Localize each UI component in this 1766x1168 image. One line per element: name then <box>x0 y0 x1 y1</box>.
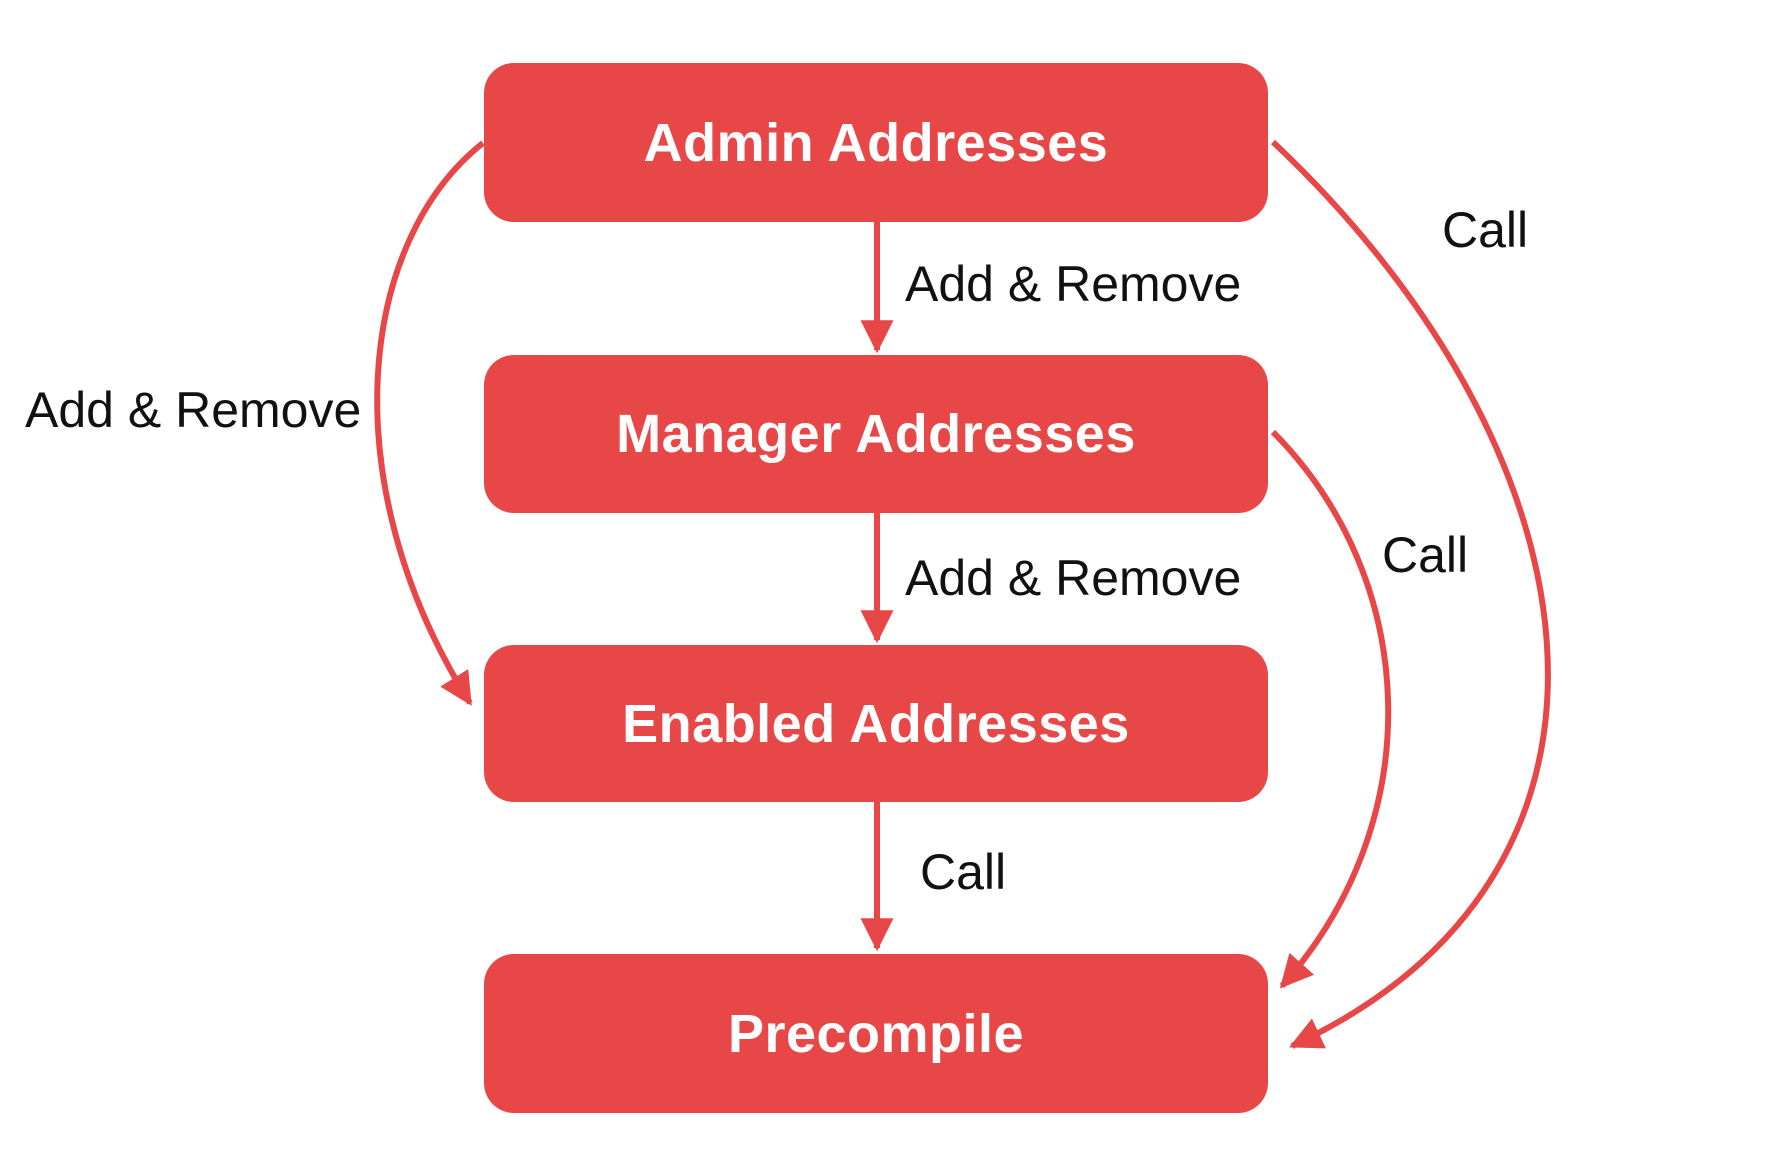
node-precompile: Precompile <box>484 954 1268 1113</box>
node-enabled-addresses: Enabled Addresses <box>484 645 1268 802</box>
edge-manager-to-precompile-curve-arrow <box>1270 429 1392 989</box>
edge-label-admin-to-precompile: Call <box>1442 202 1529 258</box>
edge-label-manager-to-precompile: Call <box>1382 527 1469 583</box>
edge-label-enabled-to-precompile: Call <box>920 844 1007 900</box>
node-manager-addresses-label: Manager Addresses <box>616 404 1136 464</box>
edge-admin-to-enabled-curve-arrow <box>374 140 485 706</box>
edge-label-manager-to-enabled: Add & Remove <box>905 550 1242 606</box>
node-manager-addresses: Manager Addresses <box>484 355 1268 513</box>
edge-admin-to-precompile-curve-arrow <box>1270 139 1551 1049</box>
node-enabled-addresses-label: Enabled Addresses <box>622 693 1130 754</box>
edge-label-admin-to-manager: Add & Remove <box>905 256 1242 312</box>
edge-label-admin-to-enabled: Add & Remove <box>25 382 362 438</box>
node-admin-addresses-label: Admin Addresses <box>643 112 1109 173</box>
node-admin-addresses: Admin Addresses <box>484 63 1268 222</box>
node-precompile-label: Precompile <box>727 1003 1025 1064</box>
